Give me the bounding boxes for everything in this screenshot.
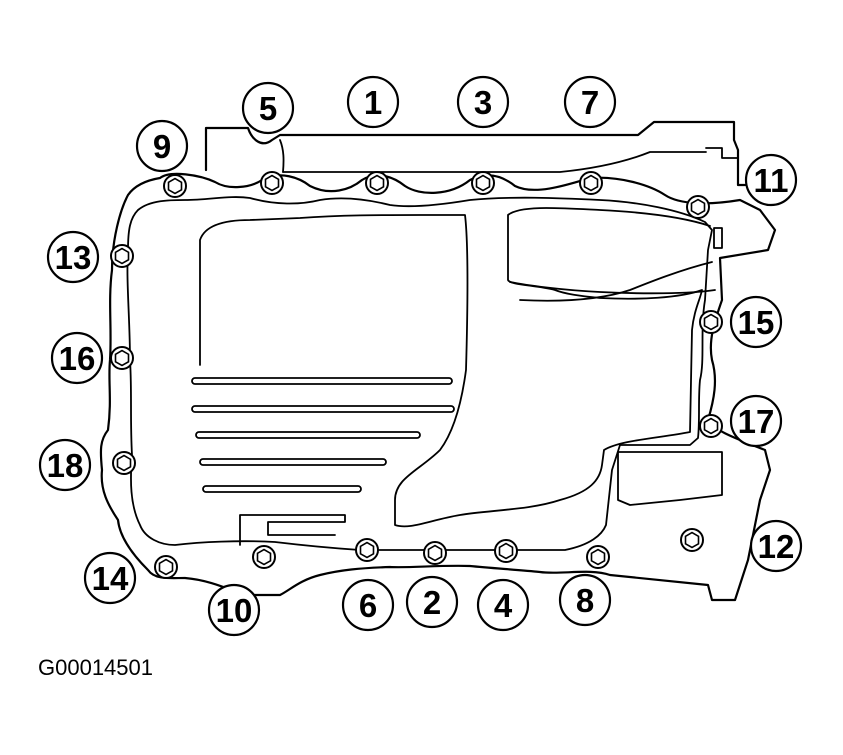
bolt-4 bbox=[494, 539, 518, 563]
callout-number: 1 bbox=[364, 84, 382, 121]
pan-right-tab bbox=[713, 227, 723, 249]
pan-rear-step bbox=[279, 139, 739, 173]
bolt-9 bbox=[163, 174, 187, 198]
bolt-8 bbox=[586, 545, 610, 569]
callout-18: 18 bbox=[38, 438, 92, 492]
bolt-6 bbox=[355, 538, 379, 562]
bolt-17 bbox=[699, 414, 723, 438]
callout-5: 5 bbox=[241, 81, 295, 135]
pan-pickup-channel bbox=[509, 281, 716, 295]
callout-number: 16 bbox=[59, 340, 96, 377]
sump-rib-4 bbox=[199, 458, 387, 466]
bolt-13 bbox=[110, 244, 134, 268]
callout-number: 18 bbox=[47, 447, 84, 484]
callout-6: 6 bbox=[341, 578, 395, 632]
callout-number: 10 bbox=[216, 592, 253, 629]
pan-rear-block bbox=[204, 120, 747, 187]
pan-drain-block bbox=[617, 451, 723, 506]
bolt-5 bbox=[260, 171, 284, 195]
pan-flange-outline bbox=[99, 172, 777, 602]
callout-12: 12 bbox=[749, 519, 803, 573]
callout-number: 5 bbox=[259, 90, 277, 127]
callout-17: 17 bbox=[729, 394, 783, 448]
sump-rib-3 bbox=[195, 431, 421, 439]
bolt-10 bbox=[252, 545, 276, 569]
pan-baffle-curve bbox=[519, 261, 713, 302]
pan-rear-slope bbox=[282, 151, 707, 173]
callout-number: 15 bbox=[738, 304, 775, 341]
pan-front-slot bbox=[239, 514, 346, 546]
callout-number: 7 bbox=[581, 84, 599, 121]
bolt-3 bbox=[471, 171, 495, 195]
callout-9: 9 bbox=[135, 119, 189, 173]
pan-sump-well bbox=[199, 207, 711, 528]
sump-rib-5 bbox=[202, 485, 362, 493]
bolt-11 bbox=[686, 195, 710, 219]
callout-number: 2 bbox=[423, 584, 441, 621]
bolt-1 bbox=[365, 171, 389, 195]
callout-number: 12 bbox=[758, 528, 795, 565]
pan-inner-flange bbox=[126, 196, 713, 551]
callout-number: 17 bbox=[738, 403, 775, 440]
callout-number: 11 bbox=[754, 162, 789, 199]
bolt-18 bbox=[112, 451, 136, 475]
bolt-group bbox=[110, 171, 723, 579]
bolt-16 bbox=[110, 346, 134, 370]
callout-11: 11 bbox=[744, 153, 798, 207]
callout-7: 7 bbox=[563, 75, 617, 129]
bolt-14 bbox=[154, 555, 178, 579]
callout-number: 4 bbox=[494, 587, 513, 624]
callout-3: 3 bbox=[456, 75, 510, 129]
bolt-7 bbox=[579, 171, 603, 195]
bolt-12 bbox=[680, 528, 704, 552]
callout-number: 3 bbox=[474, 84, 492, 121]
sump-rib-2 bbox=[191, 405, 455, 413]
sump-rib-1 bbox=[191, 377, 453, 385]
callout-1: 1 bbox=[346, 75, 400, 129]
callout-number: 8 bbox=[576, 582, 594, 619]
bolt-2 bbox=[423, 541, 447, 565]
callout-13: 13 bbox=[46, 230, 100, 284]
callout-14: 14 bbox=[83, 551, 137, 605]
callout-16: 16 bbox=[50, 331, 104, 385]
callout-number: 9 bbox=[153, 128, 171, 165]
callout-4: 4 bbox=[476, 578, 530, 632]
bolt-15 bbox=[699, 310, 723, 334]
callout-10: 10 bbox=[207, 583, 261, 637]
callout-15: 15 bbox=[729, 295, 783, 349]
callout-number: 13 bbox=[55, 239, 92, 276]
callout-2: 2 bbox=[405, 575, 459, 629]
callout-number: 14 bbox=[92, 560, 129, 597]
figure-id-label: G00014501 bbox=[38, 655, 153, 680]
callout-number: 6 bbox=[359, 587, 377, 624]
callout-8: 8 bbox=[558, 573, 612, 627]
